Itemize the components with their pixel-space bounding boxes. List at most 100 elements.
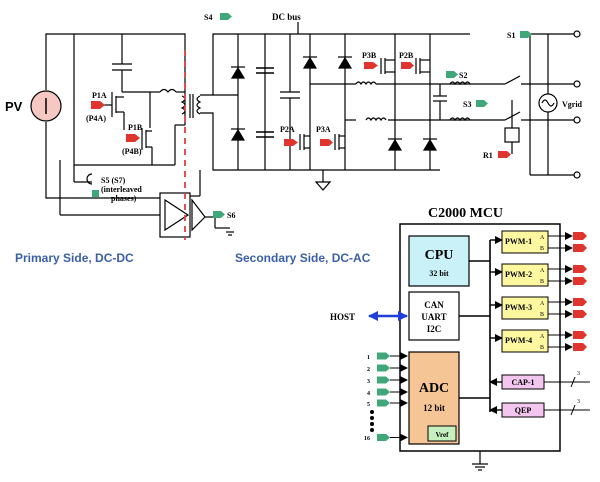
s5-sensor-tag [92, 190, 99, 197]
comm-uart: UART [421, 312, 446, 322]
pwm-4-block [501, 329, 549, 353]
bus-arrows [489, 236, 503, 414]
p1b-label: P1B [128, 123, 143, 132]
amplifier-triangle [164, 198, 190, 232]
pwm-3-out-b-tip [583, 310, 587, 318]
s3-label: S3 [463, 100, 471, 109]
p1a-gate-tag [91, 101, 100, 109]
pwm-4-channel-a: A [540, 334, 545, 340]
adc-input-3-tip [386, 376, 390, 384]
pwm-3-out-a-tag [573, 298, 583, 306]
output-inductors [355, 81, 471, 122]
rectifier-capacitors [256, 67, 274, 138]
s1-sensor-tag [520, 31, 528, 38]
comm-i2c: I2C [427, 324, 442, 334]
adc-input-2-tip [386, 364, 390, 372]
cpu-label: CPU [425, 248, 454, 263]
p3b-label: P3B [362, 51, 377, 60]
vref-block [427, 425, 457, 442]
s2-label: S2 [459, 71, 467, 80]
pwm-3-out-a-tip [583, 298, 587, 306]
phases-label: phases) [111, 194, 137, 203]
dc-bus-label: DC bus [272, 12, 301, 22]
vgrid-label: Vgrid [562, 100, 583, 109]
adc-input-5-label: 5 [367, 402, 370, 408]
r1-label: R1 [483, 151, 493, 160]
pwm-3-label: PWM-3 [505, 303, 532, 312]
adc-input-5-tag [377, 399, 386, 407]
adc-input-3-label: 3 [367, 379, 370, 385]
adc-input-1-tag [377, 352, 386, 360]
r1-relay-tag [498, 151, 507, 158]
adc-input-3-tag [377, 376, 386, 384]
pwm-1-label: PWM-1 [505, 237, 532, 246]
s2-sensor-tag [446, 71, 454, 78]
mcu-title: C2000 MCU [428, 206, 503, 221]
pwm-2-out-a-tip [583, 265, 587, 273]
pwm-4-channel-b: B [540, 345, 544, 351]
s6-sensor-tag [213, 211, 221, 218]
mcu-ground-icon [472, 463, 488, 471]
adc-bits: 12 bit [423, 403, 445, 413]
p2a-gate-tag [284, 139, 293, 146]
pwm-3-channel-b: B [540, 312, 544, 318]
grid-terminals [573, 30, 581, 179]
pv-label: PV [5, 99, 23, 114]
cpu-bits: 32 bit [429, 269, 449, 278]
adc-input-2-tag [377, 364, 386, 372]
inverter-switches [299, 58, 430, 150]
amp-ground-symbol [226, 231, 234, 236]
pwm-4-label: PWM-4 [505, 336, 532, 345]
pwm-3-channel-a: A [540, 301, 545, 307]
adc-input-4-tip [386, 388, 390, 396]
qep-width-label: 3 [577, 399, 580, 405]
comm-can: CAN [424, 300, 444, 310]
p1a-label: P1A [92, 91, 107, 100]
current-sensor-icon [86, 173, 93, 185]
p2b-label: P2B [399, 51, 414, 60]
qep-label: QEP [515, 406, 532, 415]
s6-label: S6 [227, 211, 235, 220]
pwm-4-out-a-tip [583, 331, 587, 339]
interleaved-label: (interleaved [101, 185, 142, 194]
adc-input-5-tip [386, 399, 390, 407]
pwm-4-out-a-tag [573, 331, 583, 339]
p3a-gate-tag [320, 139, 329, 146]
adc-input-4-tag [377, 388, 386, 396]
secondary-side-circuit [200, 33, 575, 182]
primary-side-circuit [45, 33, 230, 229]
pwm-2-channel-a: A [540, 268, 545, 274]
primary-side-caption: Primary Side, DC-DC [15, 251, 134, 265]
relay-coil [504, 127, 520, 143]
p4a-label: (P4A) [86, 114, 106, 123]
p4b-label: (P4B) [122, 147, 142, 156]
p3a-label: P3A [316, 125, 331, 134]
p2b-gate-tag [401, 62, 410, 69]
secondary-side-caption: Secondary Side, DC-AC [235, 251, 371, 265]
pwm-2-block [501, 263, 549, 287]
pwm-1-out-a-tag [573, 232, 583, 240]
s4-label: S4 [204, 13, 212, 22]
adc-input-4-label: 4 [367, 391, 370, 397]
p2a-label: P2A [280, 125, 295, 134]
adc-ellipsis [370, 410, 374, 432]
adc-input-16-tag [377, 434, 386, 441]
p3b-gate-tag [364, 62, 373, 69]
pwm-1-out-b-tip [583, 244, 587, 252]
pwm-4-out-b-tip [583, 343, 587, 351]
s5-label: S5 (S7) [101, 176, 126, 185]
s1-label: S1 [507, 31, 515, 40]
cap-width-label: 3 [577, 371, 580, 377]
host-label: HOST [330, 312, 355, 322]
s4-sensor-tag [220, 13, 228, 20]
rectifier-diodes [230, 56, 438, 151]
pwm-1-out-b-tag [573, 244, 583, 252]
pwm-3-block [501, 296, 549, 320]
pwm-1-channel-a: A [540, 235, 545, 241]
adc-label: ADC [419, 381, 449, 396]
pwm-2-out-b-tag [573, 277, 583, 285]
vref-label: Vref [436, 431, 450, 439]
